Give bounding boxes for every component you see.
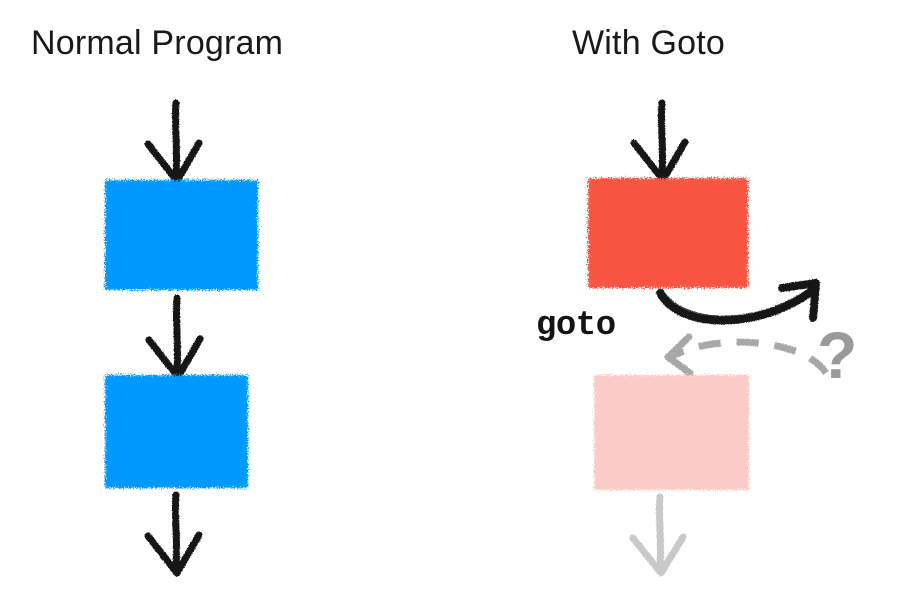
normal-block-1 — [105, 180, 258, 290]
normal-program-flow — [105, 99, 258, 577]
goto-arrow-top-icon — [630, 99, 689, 184]
goto-block-skipped — [594, 375, 749, 490]
goto-block-active — [588, 178, 748, 288]
normal-arrow-bottom-icon — [144, 491, 203, 577]
with-goto-flow — [588, 99, 829, 577]
goto-jump-arrow-icon — [656, 279, 820, 325]
goto-keyword-label: goto — [536, 307, 616, 345]
question-mark-label: ? — [817, 318, 858, 392]
normal-arrow-top-icon — [144, 99, 203, 185]
normal-arrow-middle-icon — [145, 294, 204, 381]
page-title-normal-program: Normal Program — [31, 24, 284, 62]
goto-arrow-bottom-icon — [629, 493, 687, 577]
normal-block-2 — [105, 375, 248, 488]
goto-return-arrow-icon — [664, 333, 829, 377]
page-title-with-goto: With Goto — [572, 24, 725, 62]
